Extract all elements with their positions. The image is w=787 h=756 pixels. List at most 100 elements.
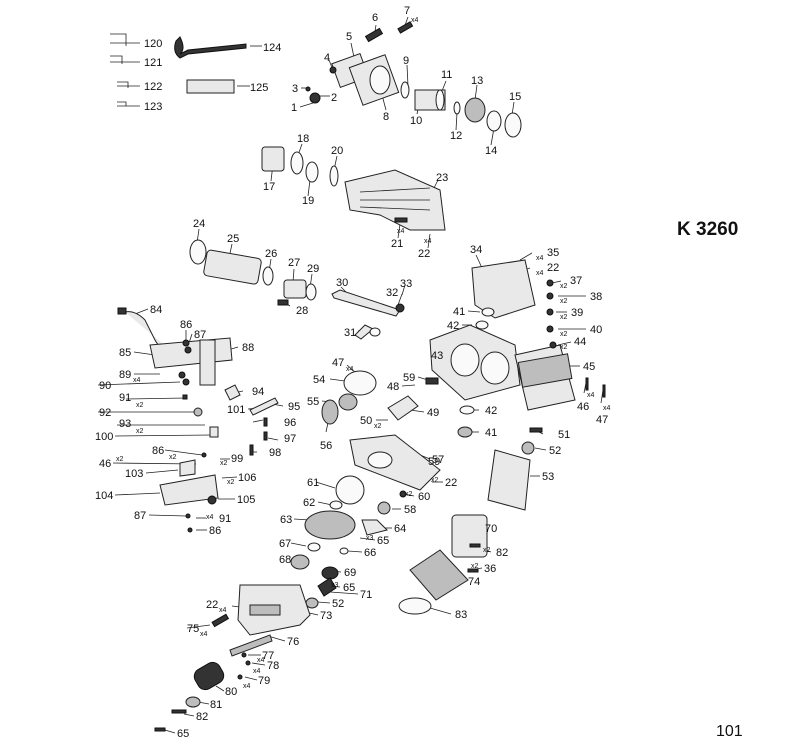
pin-wrench-part (174, 36, 247, 59)
callout-59-top: 59 (403, 372, 415, 384)
callout-91-a-qty: x2 (136, 402, 144, 409)
callout-22-right: 22 (547, 262, 559, 274)
callout-120: 120 (144, 38, 162, 50)
callout-21-qty: x4 (397, 228, 405, 235)
callout-63: 63 (280, 514, 292, 526)
callout-27: 27 (288, 257, 300, 269)
callout-10: 10 (410, 115, 422, 127)
callout-48: 48 (387, 381, 399, 393)
callout-23: 23 (436, 172, 448, 184)
callout-21: 21 (391, 238, 403, 250)
callout-61: 61 (307, 477, 319, 489)
callout-103: 103 (125, 468, 143, 480)
callout-95: 95 (288, 401, 300, 413)
callout-93-qty: x2 (136, 428, 144, 435)
callout-60: 60 (418, 491, 430, 503)
callout-65-mid: 65 (377, 535, 389, 547)
callout-46-right-qty: x4 (587, 392, 595, 399)
callout-73: 73 (320, 610, 332, 622)
callout-92: 92 (99, 407, 111, 419)
callout-13: 13 (471, 75, 483, 87)
callout-65-bottom: 65 (177, 728, 189, 740)
callout-96: 96 (284, 417, 296, 429)
callout-47-mid-qty: x4 (346, 366, 354, 373)
callout-22-right-qty: x4 (536, 270, 544, 277)
callout-79-qty: x4 (243, 683, 251, 690)
callout-47-right-qty: x4 (603, 405, 611, 412)
callout-124: 124 (263, 42, 281, 54)
callout-82-low: 82 (196, 711, 208, 723)
callout-83: 83 (455, 609, 467, 621)
callout-67: 67 (279, 538, 291, 550)
callout-85: 85 (119, 347, 131, 359)
callout-40-qty: x2 (560, 331, 568, 338)
callout-104: 104 (95, 490, 113, 502)
callout-24: 24 (193, 218, 205, 230)
callout-65-low: 65 (343, 582, 355, 594)
callout-44: 44 (574, 336, 586, 348)
callout-19: 19 (302, 195, 314, 207)
callout-7: 7 (404, 5, 410, 17)
callout-5: 5 (346, 31, 352, 43)
callout-38: 38 (590, 291, 602, 303)
callout-32: 32 (386, 287, 398, 299)
callout-50: 50 (360, 415, 372, 427)
gearbox-housing-assembly (154, 584, 311, 732)
callout-49: 49 (427, 407, 439, 419)
callout-39-qty: x2 (560, 314, 568, 321)
callout-37-qty: x2 (560, 283, 568, 290)
callout-91-b-qty: x4 (206, 514, 214, 521)
callout-125: 125 (250, 82, 268, 94)
flange-assembly (305, 21, 522, 138)
callout-70: 70 (485, 523, 497, 535)
callout-66: 66 (364, 547, 376, 559)
callout-37: 37 (570, 275, 582, 287)
callout-86-c: 86 (209, 525, 221, 537)
callout-51: 51 (558, 429, 570, 441)
page-number: 101 (716, 723, 743, 740)
wrench-icons (110, 33, 129, 106)
callout-47-mid: 47 (332, 357, 344, 369)
callout-89-qty: x4 (133, 377, 141, 384)
model-title: K 3260 (677, 219, 739, 240)
callout-65-low-qty: x3 (331, 582, 339, 589)
callout-78-qty: x4 (253, 668, 261, 675)
handle-assembly (117, 307, 279, 533)
callout-105: 105 (237, 494, 255, 506)
callout-22-mid-qty: x2 (431, 477, 439, 484)
callout-41-top: 41 (453, 306, 465, 318)
callout-84: 84 (150, 304, 162, 316)
callout-7-qty: x4 (411, 17, 419, 24)
callout-76: 76 (287, 636, 299, 648)
callout-60-qty: x2 (405, 491, 413, 498)
callout-99: 99 (231, 453, 243, 465)
armature-assembly (398, 514, 488, 615)
callout-44-qty: x2 (560, 344, 568, 351)
callout-8: 8 (383, 111, 389, 123)
callout-35: 35 (547, 247, 559, 259)
callout-42-top: 42 (447, 320, 459, 332)
callout-50-qty: x2 (374, 423, 382, 430)
cylinder-assembly (189, 239, 405, 340)
callout-9: 9 (403, 55, 409, 67)
callout-52-low: 52 (332, 598, 344, 610)
callout-47-right: 47 (596, 414, 608, 426)
callout-71: 71 (360, 589, 372, 601)
callout-39: 39 (571, 307, 583, 319)
callout-52-right: 52 (549, 445, 561, 457)
callout-20: 20 (331, 145, 343, 157)
callout-30: 30 (336, 277, 348, 289)
callout-91-b: 91 (219, 513, 231, 525)
gear-assembly (290, 370, 543, 609)
callout-82-right-qty: x2 (483, 547, 491, 554)
callout-89: 89 (119, 369, 131, 381)
callout-68: 68 (279, 554, 291, 566)
callout-56: 56 (320, 440, 332, 452)
callout-34: 34 (470, 244, 482, 256)
callout-31: 31 (344, 327, 356, 339)
callout-22-low-qty: x4 (219, 607, 227, 614)
callout-69: 69 (344, 567, 356, 579)
callout-99-qty: x2 (220, 460, 228, 467)
callout-79: 79 (258, 675, 270, 687)
callout-80: 80 (225, 686, 237, 698)
